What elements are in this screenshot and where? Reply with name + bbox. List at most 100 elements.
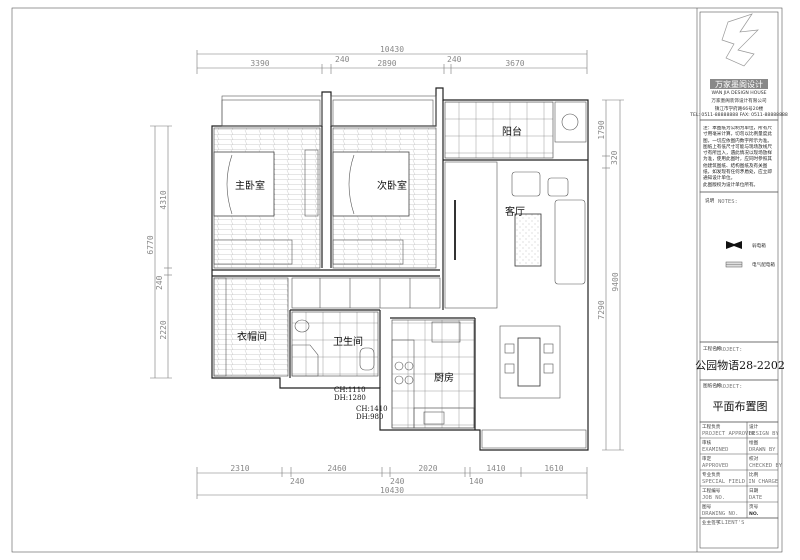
row-4-left-cn: 专业负责 [702,471,721,478]
shower [291,344,319,377]
kitchen-counter-bottom [413,407,475,429]
kitchen-sink [423,411,445,425]
notes-text: 注：本图纸为公制为单位，所有尺寸用毫米计算，切勿以比例量度此图，一切应依图内数字… [703,126,772,182]
row-2-left-cn: 审核 [702,439,712,446]
notes-copyright: 此图版权为设计单位所有。 [703,182,759,188]
row-3-right: CHECKED BY [749,463,783,469]
row-4-left: SPECIAL FIELD IN CHARGE [702,479,778,485]
left-dimensions: 6770 4310 240 2220 [146,125,172,379]
client-label-cn: 业主签字 [702,519,721,526]
row-5-left-cn: 工程编号 [702,487,721,494]
right-dimensions: 1790 320 7290 9400 [597,99,624,451]
room-label-balcony: 阳台 [502,125,522,138]
notes-label: NOTES: [718,199,738,205]
stove-burner [394,361,404,371]
closet-shelves [213,277,227,377]
dim-top-5: 3670 [505,59,524,68]
washing-machine [554,101,587,143]
window-note-dh-2: DH:980 [356,413,383,421]
dim-right-1: 1790 [597,120,606,139]
row-4-right-cn: 比例 [749,471,759,478]
weak-current-box-icon [726,241,742,249]
dim-bottom-4: 1410 [486,464,505,473]
armchair [511,171,541,197]
dining-chair [504,343,515,354]
dim-bottom-5: 1610 [544,464,563,473]
kitchen-floor [391,319,475,429]
legend-label-1: 弱电箱 [752,242,766,249]
dim-left-3: 2220 [159,320,168,339]
kitchen-counter-left [391,339,415,429]
living-tv-wall [444,161,498,309]
project-name: 公园物语28-2202 [695,358,785,372]
row-6-left-cn: 图号 [702,504,712,510]
company-name-banner [710,79,768,89]
bathroom-floor [291,311,379,377]
company-address: 镇江市学府路66号20楼 [715,105,764,112]
row-2-left: EXAMINED [702,447,729,453]
room-label-living-room: 客厅 [505,205,525,218]
dining-table [517,337,541,387]
side-table [547,177,569,197]
row-3-left: APPROVED [702,463,729,469]
dim-top-2: 240 [335,55,350,64]
row-6-right-cn: 页号 [749,504,759,510]
dining-chair [543,343,554,354]
room-label-second-bedroom: 次卧室 [377,179,407,192]
dim-bottom-small-2: 240 [390,477,405,486]
walls [211,87,589,451]
row-2-right-cn: 绘图 [749,439,759,446]
drawing-name: 平面布置图 [713,400,768,413]
refrigerator [431,321,461,343]
master-bay-window [221,99,321,127]
title-block: 万家墨阁设计 WAN JIA DESIGN HOUSE 万家墨阁装饰设计有限公司… [689,11,788,549]
company-full-name: 万家墨阁装饰设计有限公司 [711,97,767,104]
master-wardrobe [304,149,319,217]
second-radiator-cabinet [332,239,404,265]
company-logo [721,13,759,67]
master-bed [213,151,275,217]
dim-left-2: 240 [155,275,164,290]
dim-left-total: 6770 [146,235,155,254]
dim-bottom-small-3: 140 [469,477,484,486]
project-label-cn: 工程名称 [703,345,722,352]
sofa [554,199,586,285]
dim-right-total: 9400 [611,272,620,291]
row-5-left: JOB NO. [702,495,725,501]
row-6-right: NO. [749,511,759,517]
window-note-dh-1: DH:1280 [334,394,366,402]
dim-bottom-small-1: 240 [290,477,305,486]
dim-bottom-3: 2020 [418,464,437,473]
entry-cabinet [481,429,587,449]
company-sub: WAN JIA DESIGN HOUSE [711,90,766,96]
dining-chair [504,363,515,374]
distribution-box-icon [725,261,743,268]
row-1-left: PROJECT APPROVER [702,431,756,437]
row-1-right-cn: 设计 [749,423,759,430]
company-name: 万家墨阁设计 [715,79,763,89]
coffee-table [514,213,542,267]
dim-top-4: 240 [447,55,462,64]
dim-bottom-total: 10430 [380,486,404,495]
dim-top-3: 2890 [377,59,396,68]
room-label-closet: 衣帽间 [237,330,267,343]
client-label: CLIENT'S [718,520,745,526]
project-label: PROJECT: [716,347,743,353]
dim-right-2: 320 [610,150,619,165]
row-3-right-cn: 校对 [749,455,759,462]
drawing-label: PROJECT: [716,384,743,390]
drawing-label-cn: 图纸名称 [703,382,722,389]
dim-bottom-1: 2310 [230,464,249,473]
master-radiator-cabinet [213,239,293,265]
window-note-ch-2: CH:1410 [356,405,388,413]
second-bed [332,151,410,217]
top-dimensions: 10430 3390 240 2890 240 3670 [196,45,588,74]
washbasin [294,319,310,333]
stove-burner [404,361,414,371]
dim-top-total: 10430 [380,45,404,54]
notes-label-cn: 说明 [705,197,715,204]
row-3-left-cn: 审定 [702,455,712,462]
second-bay-window [332,99,434,127]
dim-top-1: 3390 [250,59,269,68]
